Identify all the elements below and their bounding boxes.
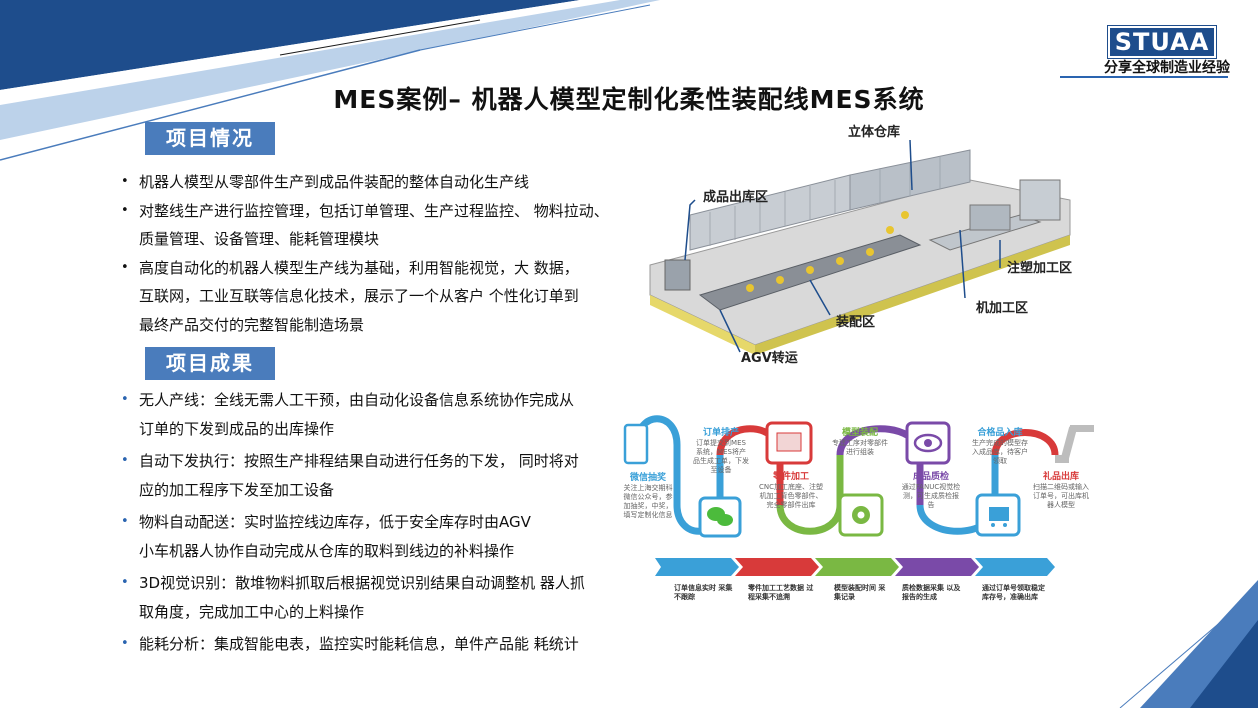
results-item-line1: 自动下发执行：按照生产排程结果自动进行任务的下发， 同时将对 <box>139 452 579 470</box>
flow-step-desc: 扫描二维码或输入订单号，可出库机器人模型 <box>1033 483 1089 509</box>
flow-step-desc: CNC加工底座、注塑机加工背色零部件、完全零部件出库 <box>758 483 823 509</box>
factory-layout-illustration <box>649 139 1071 355</box>
results-item-line1: 物料自动配送：实时监控线边库存，低于安全库存时由AGV <box>139 513 531 531</box>
arrow-segment <box>735 558 819 576</box>
flow-step-3: 零件加工 CNC加工底座、注塑机加工背色零部件、完全零部件出库 <box>758 472 824 510</box>
title-mes-2: MES <box>809 85 873 114</box>
phone-icon <box>623 423 649 465</box>
results-list: 无人产线：全线无需人工干预，由自动化设备信息系统协作完成从 订单的下发到成品的出… <box>121 386 621 659</box>
flow-step-title: 微信抽奖 <box>629 473 666 483</box>
flow-step-6: 合格品入库 生产完成的模型存入成品库，待客户领取 <box>970 428 1030 466</box>
flow-step-4: 模型装配 专建工序对零部件进行组装 <box>832 428 888 457</box>
arrow-caption: 质检数据采集 以及报告的生成 <box>902 584 961 601</box>
callout-product-out: 成品出库区 <box>703 190 769 205</box>
results-item: 能耗分析：集成智能电表，监控实时能耗信息，单件产品能 耗统计 <box>121 630 621 659</box>
overview-bullet-cont: 质量管理、设备管理、能耗管理模块 <box>139 230 380 248</box>
arrow-caption: 模型装配时间 采集记录 <box>834 584 886 601</box>
callout-assembly: 装配区 <box>836 315 876 330</box>
process-flow-diagram <box>623 415 1094 538</box>
arrow-segment <box>815 558 899 576</box>
callout-warehouse: 立体仓库 <box>848 125 901 140</box>
title-middle: 案例– 机器人模型定制化柔性装配线 <box>396 85 810 114</box>
arrow-segment <box>975 558 1055 576</box>
flow-step-desc: 关注上海交期科微信公众号，参加抽奖，中奖，填写定制化信息 <box>623 484 673 519</box>
results-item: 物料自动配送：实时监控线边库存，低于安全库存时由AGV 小车机器人协作自动完成从… <box>121 508 621 565</box>
results-item-line1: 3D视觉识别：散堆物料抓取后根据视觉识别结果自动调整机 器人抓 <box>139 574 585 592</box>
results-item-line2: 取角度，完成加工中心的上料操作 <box>139 602 365 621</box>
flow-step-5: 成品质检 通过FANUC视觉检测，可生成质检报告 <box>900 472 962 510</box>
flow-step-title: 合格品入库 <box>977 428 1023 438</box>
flow-step-title: 零件加工 <box>772 472 809 482</box>
results-item-line2: 小车机器人协作自动完成从仓库的取料到线边的补料操作 <box>139 541 515 560</box>
overview-heading: 项目情况 <box>145 122 275 155</box>
callout-machining: 机加工区 <box>976 301 1029 316</box>
title-mes-1: MES <box>333 85 397 114</box>
flow-step-7: 礼品出库 扫描二维码或输入订单号，可出库机器人模型 <box>1032 472 1090 510</box>
flow-step-desc: 专建工序对零部件进行组装 <box>832 439 888 456</box>
flow-step-title: 订单排产 <box>702 428 739 438</box>
overview-bullet: 对整线生产进行监控管理，包括订单管理、生产过程监控、 物料拉动、 <box>121 197 641 226</box>
overview-bullet: 机器人模型从零部件生产到成品件装配的整体自动化生产线 <box>121 168 641 197</box>
corner-decoration-top-left <box>0 0 660 161</box>
callout-injection: 注塑加工区 <box>1007 261 1073 276</box>
overview-bullet: 高度自动化的机器人模型生产线为基础，利用智能视觉，大 数据， <box>121 254 641 283</box>
arrow-segment <box>895 558 979 576</box>
results-item-line1: 能耗分析：集成智能电表，监控实时能耗信息，单件产品能 耗统计 <box>139 635 579 653</box>
logo-underline <box>1060 76 1228 78</box>
callout-agv: AGV转运 <box>741 351 798 366</box>
results-item: 自动下发执行：按照生产排程结果自动进行任务的下发， 同时将对 应的加工程序下发至… <box>121 447 621 504</box>
results-item-line2: 订单的下发到成品的出库操作 <box>139 419 335 438</box>
flow-step-desc: 通过FANUC视觉检测，可生成质检报告 <box>901 483 961 509</box>
arrow-caption: 通过订单号领取稳定 库存号，准确出库 <box>982 584 1045 601</box>
process-arrow-band <box>655 558 1055 576</box>
corner-decoration-bottom-right <box>1119 580 1258 708</box>
flow-step-desc: 订单提交到MES系统，MES将产品生成工单，下发至设备 <box>693 439 749 474</box>
overview-list: 机器人模型从零部件生产到成品件装配的整体自动化生产线 对整线生产进行监控管理，包… <box>121 168 641 339</box>
results-item: 无人产线：全线无需人工干预，由自动化设备信息系统协作完成从 订单的下发到成品的出… <box>121 386 621 443</box>
flow-step-title: 模型装配 <box>841 428 878 438</box>
title-end: 系统 <box>872 85 925 114</box>
robot-icon <box>1055 425 1094 463</box>
results-item: 3D视觉识别：散堆物料抓取后根据视觉识别结果自动调整机 器人抓 取角度，完成加工… <box>121 569 621 626</box>
overview-bullet-cont: 互联网，工业互联等信息化技术，展示了一个从客户 个性化订单到 <box>139 287 579 305</box>
flow-step-desc: 生产完成的模型存入成品库，待客户领取 <box>972 439 1028 465</box>
logo-subtitle: 分享全球制造业经验 <box>1104 60 1230 76</box>
flow-step-1: 微信抽奖 关注上海交期科微信公众号，参加抽奖，中奖，填写定制化信息 <box>622 473 674 520</box>
results-item-line2: 应的加工程序下发至加工设备 <box>139 480 335 499</box>
flow-step-2: 订单排产 订单提交到MES系统，MES将产品生成工单，下发至设备 <box>693 428 749 475</box>
overview-bullet-cont: 最终产品交付的完整智能制造场景 <box>139 315 365 334</box>
arrow-segment <box>655 558 739 576</box>
arrow-caption: 订单信息实时 采集不跟踪 <box>674 584 733 601</box>
results-heading: 项目成果 <box>145 347 275 380</box>
results-item-line1: 无人产线：全线无需人工干预，由自动化设备信息系统协作完成从 <box>139 391 575 409</box>
arrow-caption: 零件加工工艺数据 过程采集不追溯 <box>748 584 814 601</box>
flow-step-title: 礼品出库 <box>1042 472 1079 482</box>
stuaa-logo: STUAA <box>1108 26 1216 58</box>
flow-step-title: 成品质检 <box>912 472 949 482</box>
page-title: MES案例– 机器人模型定制化柔性装配线MES系统 <box>0 80 1258 116</box>
